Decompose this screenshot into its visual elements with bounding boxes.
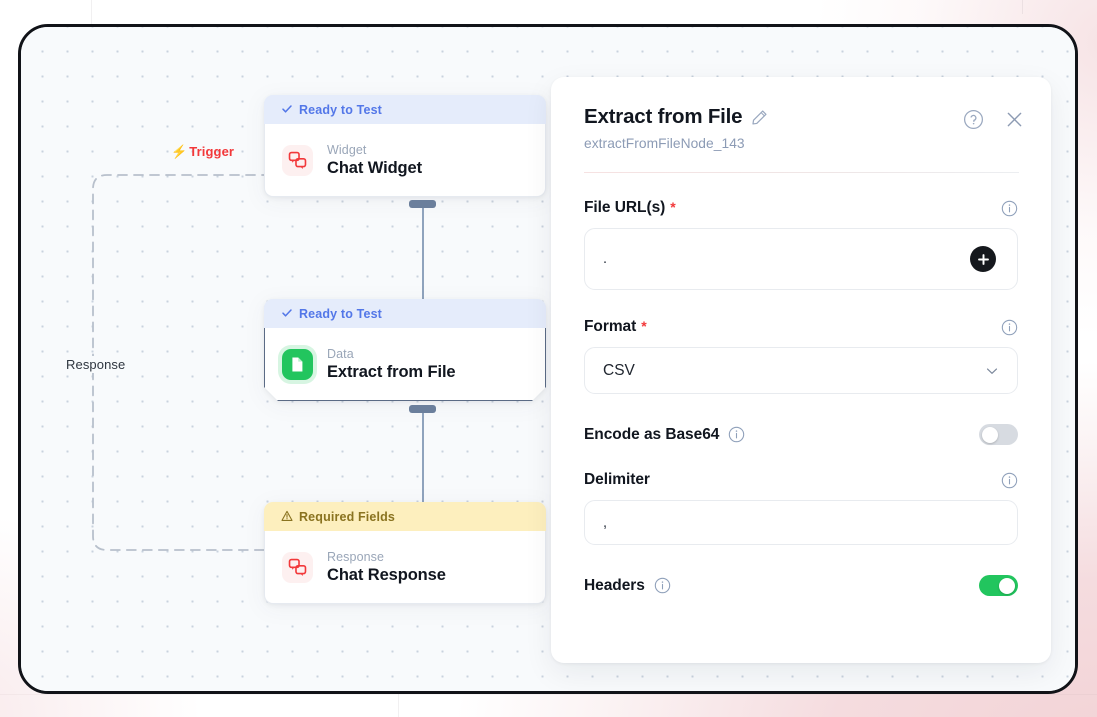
field-label: Format * bbox=[584, 318, 647, 336]
chat-bubbles-icon bbox=[282, 144, 313, 176]
panel-header: Extract from File extractFromFileNode_14… bbox=[551, 77, 1051, 151]
node-body[interactable]: Response Chat Response bbox=[264, 531, 546, 604]
question-circle-icon[interactable] bbox=[963, 109, 984, 130]
field-label-text: Delimiter bbox=[584, 471, 650, 488]
background-rule bbox=[398, 694, 399, 717]
response-label: Response bbox=[62, 356, 130, 373]
background-rule bbox=[0, 694, 1097, 695]
panel-title-row: Extract from File bbox=[584, 105, 1019, 129]
field-encode-base64: Encode as Base64 bbox=[584, 424, 1018, 445]
field-label: Encode as Base64 bbox=[584, 426, 745, 444]
lightning-bolt-icon: ⚡ bbox=[171, 144, 188, 159]
workflow-node-chat-widget[interactable]: Ready to Test Widget Chat Widget bbox=[264, 95, 546, 197]
trigger-label-text: Trigger bbox=[189, 144, 235, 159]
chevron-down-icon[interactable] bbox=[984, 363, 1000, 379]
field-label-text: Encode as Base64 bbox=[584, 425, 720, 443]
check-icon bbox=[281, 307, 293, 321]
format-select[interactable]: CSV bbox=[584, 347, 1018, 394]
node-kind: Response bbox=[327, 549, 385, 564]
panel-header-actions bbox=[963, 109, 1025, 130]
file-urls-value: . bbox=[603, 251, 608, 267]
node-title: Chat Response bbox=[327, 565, 446, 584]
page-title: Extract from File bbox=[584, 105, 743, 128]
info-circle-icon[interactable] bbox=[1001, 472, 1018, 489]
node-text: Widget Chat Widget bbox=[327, 143, 422, 178]
delimiter-input[interactable]: , bbox=[584, 500, 1018, 545]
node-title: Chat Widget bbox=[327, 158, 422, 177]
node-kind: Widget bbox=[327, 142, 367, 157]
node-status-text: Ready to Test bbox=[299, 306, 382, 321]
encode-base64-toggle[interactable] bbox=[979, 424, 1018, 445]
chat-bubbles-icon bbox=[282, 551, 313, 583]
file-urls-input[interactable]: . bbox=[584, 228, 1018, 290]
field-label-text: File URL(s) bbox=[584, 199, 666, 216]
node-kind: Data bbox=[327, 346, 354, 361]
node-status-text: Required Fields bbox=[299, 509, 396, 524]
panel-form: File URL(s) * . bbox=[551, 173, 1051, 596]
field-label-row: Delimiter bbox=[584, 471, 1018, 489]
field-file-urls: File URL(s) * . bbox=[584, 199, 1018, 290]
close-icon[interactable] bbox=[1004, 109, 1025, 130]
info-circle-icon[interactable] bbox=[1001, 319, 1018, 336]
pencil-icon[interactable] bbox=[751, 109, 768, 126]
plus-icon[interactable] bbox=[970, 246, 996, 272]
field-delimiter: Delimiter , bbox=[584, 471, 1018, 545]
info-circle-icon[interactable] bbox=[1001, 200, 1018, 217]
field-label-row: Format * bbox=[584, 318, 1018, 336]
headers-toggle[interactable] bbox=[979, 575, 1018, 596]
background-rule bbox=[1022, 0, 1023, 14]
field-label-text: Format bbox=[584, 318, 637, 335]
warning-triangle-icon bbox=[281, 510, 293, 524]
toggle-knob bbox=[999, 577, 1015, 594]
field-label: File URL(s) * bbox=[584, 199, 676, 217]
format-value: CSV bbox=[603, 361, 635, 379]
node-status-text: Ready to Test bbox=[299, 102, 382, 117]
info-circle-icon[interactable] bbox=[654, 577, 671, 594]
field-label-text: Headers bbox=[584, 576, 645, 594]
workflow-node-extract-from-file[interactable]: Ready to Test Data Extract from File bbox=[264, 299, 546, 401]
document-icon bbox=[282, 349, 313, 380]
node-text: Response Chat Response bbox=[327, 550, 446, 585]
node-text: Data Extract from File bbox=[327, 347, 456, 382]
field-label-row: File URL(s) * bbox=[584, 199, 1018, 217]
background-rule bbox=[91, 0, 92, 24]
delimiter-value: , bbox=[603, 514, 608, 531]
check-icon bbox=[281, 103, 293, 117]
node-title: Extract from File bbox=[327, 362, 456, 381]
panel-divider bbox=[584, 172, 1019, 173]
node-body[interactable]: Data Extract from File bbox=[264, 328, 546, 401]
required-marker: * bbox=[641, 318, 647, 334]
trigger-label: ⚡ Trigger bbox=[171, 144, 234, 159]
node-status-banner: Ready to Test bbox=[264, 299, 546, 328]
node-status-banner: Ready to Test bbox=[264, 95, 546, 124]
field-label: Headers bbox=[584, 577, 671, 595]
node-id: extractFromFileNode_143 bbox=[584, 136, 745, 151]
toggle-knob bbox=[982, 426, 998, 443]
node-status-banner: Required Fields bbox=[264, 502, 546, 531]
required-marker: * bbox=[670, 199, 676, 215]
info-circle-icon[interactable] bbox=[728, 426, 745, 443]
field-headers: Headers bbox=[584, 575, 1018, 596]
node-body[interactable]: Widget Chat Widget bbox=[264, 124, 546, 197]
workflow-node-chat-response[interactable]: Required Fields Response Chat Response bbox=[264, 502, 546, 604]
node-settings-panel: Extract from File extractFromFileNode_14… bbox=[551, 77, 1051, 663]
app-frame: ⚡ Trigger Response Ready to Test Widget … bbox=[18, 24, 1078, 694]
field-format: Format * CSV bbox=[584, 318, 1018, 394]
field-label: Delimiter bbox=[584, 471, 650, 489]
